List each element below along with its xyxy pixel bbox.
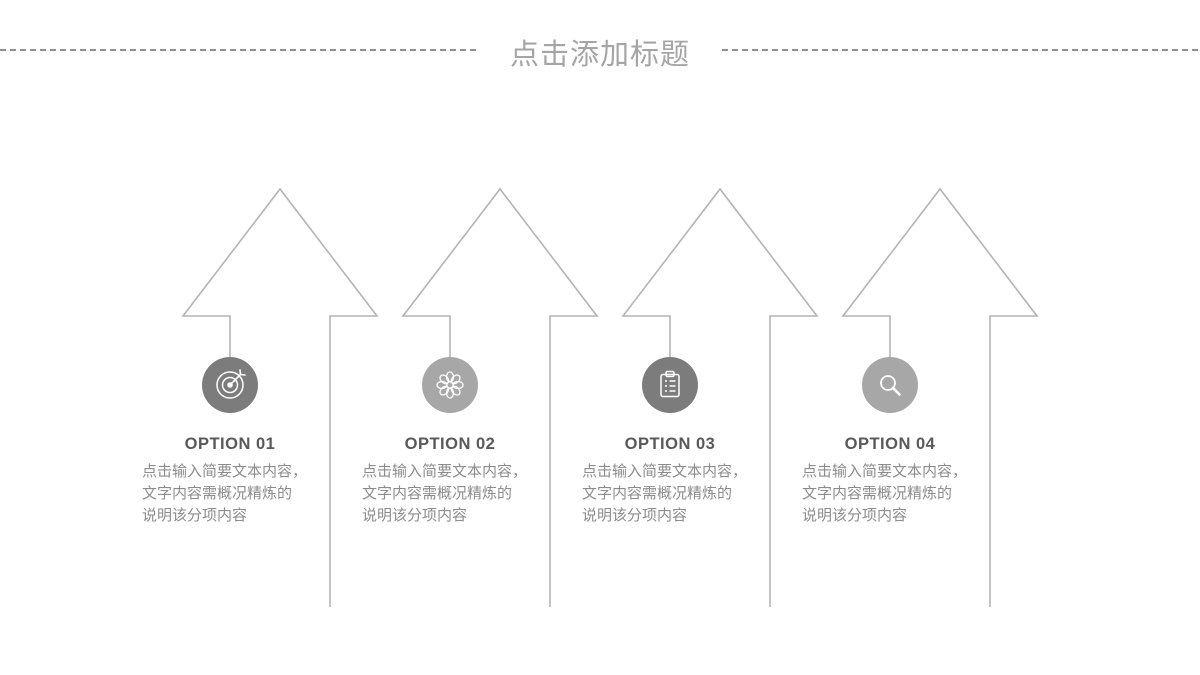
body-line: 文字内容需概况精炼的 bbox=[142, 485, 293, 502]
up-arrow-shape-4 bbox=[841, 187, 1039, 607]
up-arrow-shape-1 bbox=[181, 187, 379, 607]
slide-title-placeholder[interactable]: 点击添加标题 bbox=[509, 39, 690, 71]
option-label[interactable]: OPTION 04 bbox=[844, 435, 936, 453]
body-line: 点击输入简要文本内容， bbox=[802, 463, 968, 480]
icon-circle-4 bbox=[862, 357, 918, 413]
body-line: 点击输入简要文本内容， bbox=[362, 463, 528, 480]
body-line: 点击输入简要文本内容， bbox=[142, 463, 308, 480]
option-group-1: OPTION 01 点击输入简要文本内容， 文字内容需概况精炼的 说明该分项内容 bbox=[140, 185, 420, 630]
option-text-3: OPTION 03 点击输入简要文本内容， 文字内容需概况精炼的 说明该分项内容 bbox=[582, 435, 758, 527]
body-line: 文字内容需概况精炼的 bbox=[362, 485, 513, 502]
option-group-4: OPTION 04 点击输入简要文本内容， 文字内容需概况精炼的 说明该分项内容 bbox=[800, 185, 1080, 630]
up-arrow-outline bbox=[621, 187, 819, 607]
option-label[interactable]: OPTION 03 bbox=[624, 435, 716, 453]
option-label[interactable]: OPTION 01 bbox=[184, 435, 276, 453]
body-line: 说明该分项内容 bbox=[802, 507, 908, 524]
magnifier-icon bbox=[880, 375, 901, 396]
option-group-3: OPTION 03 点击输入简要文本内容， 文字内容需概况精炼的 说明该分项内容 bbox=[580, 185, 860, 630]
flower-icon bbox=[436, 371, 464, 399]
option-text-2: OPTION 02 点击输入简要文本内容， 文字内容需概况精炼的 说明该分项内容 bbox=[362, 435, 538, 527]
up-arrow-shape-3 bbox=[621, 187, 819, 607]
body-line: 说明该分项内容 bbox=[582, 507, 688, 524]
body-line: 说明该分项内容 bbox=[142, 507, 248, 524]
option-group-2: OPTION 02 点击输入简要文本内容， 文字内容需概况精炼的 说明该分项内容 bbox=[360, 185, 640, 630]
icon-circle-3 bbox=[642, 357, 698, 413]
body-line: 点击输入简要文本内容， bbox=[582, 463, 748, 480]
option-text-4: OPTION 04 点击输入简要文本内容， 文字内容需概况精炼的 说明该分项内容 bbox=[802, 435, 978, 527]
option-body[interactable]: 点击输入简要文本内容， 文字内容需概况精炼的 说明该分项内容 bbox=[802, 461, 978, 527]
option-label[interactable]: OPTION 02 bbox=[404, 435, 496, 453]
option-text-1: OPTION 01 点击输入简要文本内容， 文字内容需概况精炼的 说明该分项内容 bbox=[142, 435, 318, 527]
up-arrow-outline bbox=[401, 187, 599, 607]
body-line: 文字内容需概况精炼的 bbox=[582, 485, 733, 502]
title-dash-right bbox=[722, 49, 1200, 51]
body-line: 说明该分项内容 bbox=[362, 507, 468, 524]
target-dart-icon bbox=[216, 369, 246, 399]
option-body[interactable]: 点击输入简要文本内容， 文字内容需概况精炼的 说明该分项内容 bbox=[142, 461, 318, 527]
clipboard-list-icon bbox=[660, 370, 680, 398]
up-arrow-outline bbox=[181, 187, 379, 607]
body-line: 文字内容需概况精炼的 bbox=[802, 485, 953, 502]
option-body[interactable]: 点击输入简要文本内容， 文字内容需概况精炼的 说明该分项内容 bbox=[582, 461, 758, 527]
option-body[interactable]: 点击输入简要文本内容， 文字内容需概况精炼的 说明该分项内容 bbox=[362, 461, 538, 527]
title-dash-left bbox=[0, 49, 478, 51]
up-arrow-outline bbox=[841, 187, 1039, 607]
icon-circle-2 bbox=[422, 357, 478, 413]
up-arrow-shape-2 bbox=[401, 187, 599, 607]
